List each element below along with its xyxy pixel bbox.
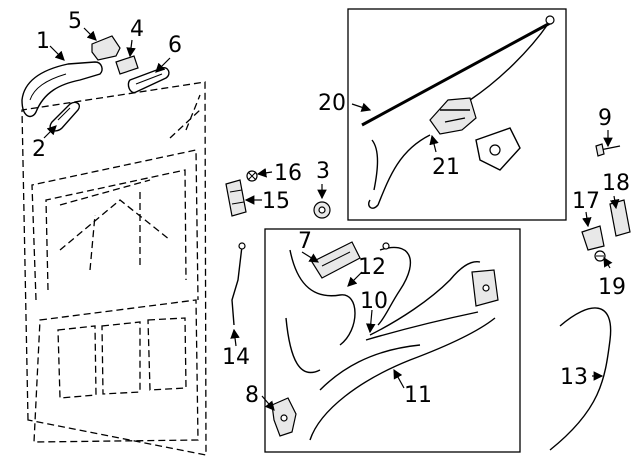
callout-5: 5 bbox=[68, 9, 82, 34]
lock-assembly-box bbox=[347, 8, 567, 221]
bezel-part-2 bbox=[49, 101, 80, 132]
lock-rod-part-20 bbox=[361, 15, 555, 127]
bracket-part-15 bbox=[225, 179, 247, 217]
callout-4: 4 bbox=[130, 17, 144, 42]
gasket-part-6 bbox=[127, 66, 170, 94]
bracket-part-17 bbox=[581, 225, 605, 251]
callout-8: 8 bbox=[245, 383, 259, 408]
callout-18: 18 bbox=[602, 171, 630, 196]
screw-part-19 bbox=[594, 250, 606, 262]
callout-3: 3 bbox=[316, 159, 330, 184]
callout-14: 14 bbox=[222, 345, 250, 370]
outside-handle-part-1 bbox=[21, 61, 103, 118]
cable-part-12 bbox=[285, 249, 356, 374]
bolt-part-9 bbox=[595, 143, 621, 157]
callout-12: 12 bbox=[358, 255, 386, 280]
lock-assembly-part-21 bbox=[368, 23, 549, 209]
release-handle-part-7 bbox=[311, 241, 361, 279]
grommet-part-3 bbox=[313, 201, 331, 219]
callout-6: 6 bbox=[168, 33, 182, 58]
callout-13: 13 bbox=[560, 365, 588, 390]
door-panel bbox=[21, 81, 207, 456]
callout-21: 21 bbox=[432, 155, 460, 180]
callout-9: 9 bbox=[598, 106, 612, 131]
cable-assembly-box bbox=[264, 228, 521, 453]
callout-20: 20 bbox=[318, 91, 346, 116]
cap-part-5 bbox=[91, 35, 121, 61]
latch-part-8 bbox=[271, 397, 297, 437]
cable-part-13 bbox=[549, 307, 612, 451]
callout-11: 11 bbox=[404, 383, 432, 408]
callouts: 1 2 3 4 5 6 7 8 9 10 11 12 13 14 15 16 1… bbox=[32, 9, 630, 408]
callout-15: 15 bbox=[262, 189, 290, 214]
clip-part-4 bbox=[115, 55, 139, 75]
latch-right bbox=[471, 269, 499, 307]
rod-part-14 bbox=[231, 242, 246, 326]
cable-part-11 bbox=[309, 317, 496, 441]
callout-10: 10 bbox=[360, 289, 388, 314]
striker-part-18 bbox=[609, 199, 631, 237]
callout-16: 16 bbox=[274, 161, 302, 186]
callout-19: 19 bbox=[598, 275, 626, 300]
callout-1: 1 bbox=[36, 29, 50, 54]
leaders bbox=[43, 27, 620, 411]
cable-part-10 bbox=[365, 242, 481, 341]
screw-part-16 bbox=[246, 170, 258, 182]
callout-2: 2 bbox=[32, 137, 46, 162]
callout-7: 7 bbox=[298, 229, 312, 254]
callout-17: 17 bbox=[572, 189, 600, 214]
